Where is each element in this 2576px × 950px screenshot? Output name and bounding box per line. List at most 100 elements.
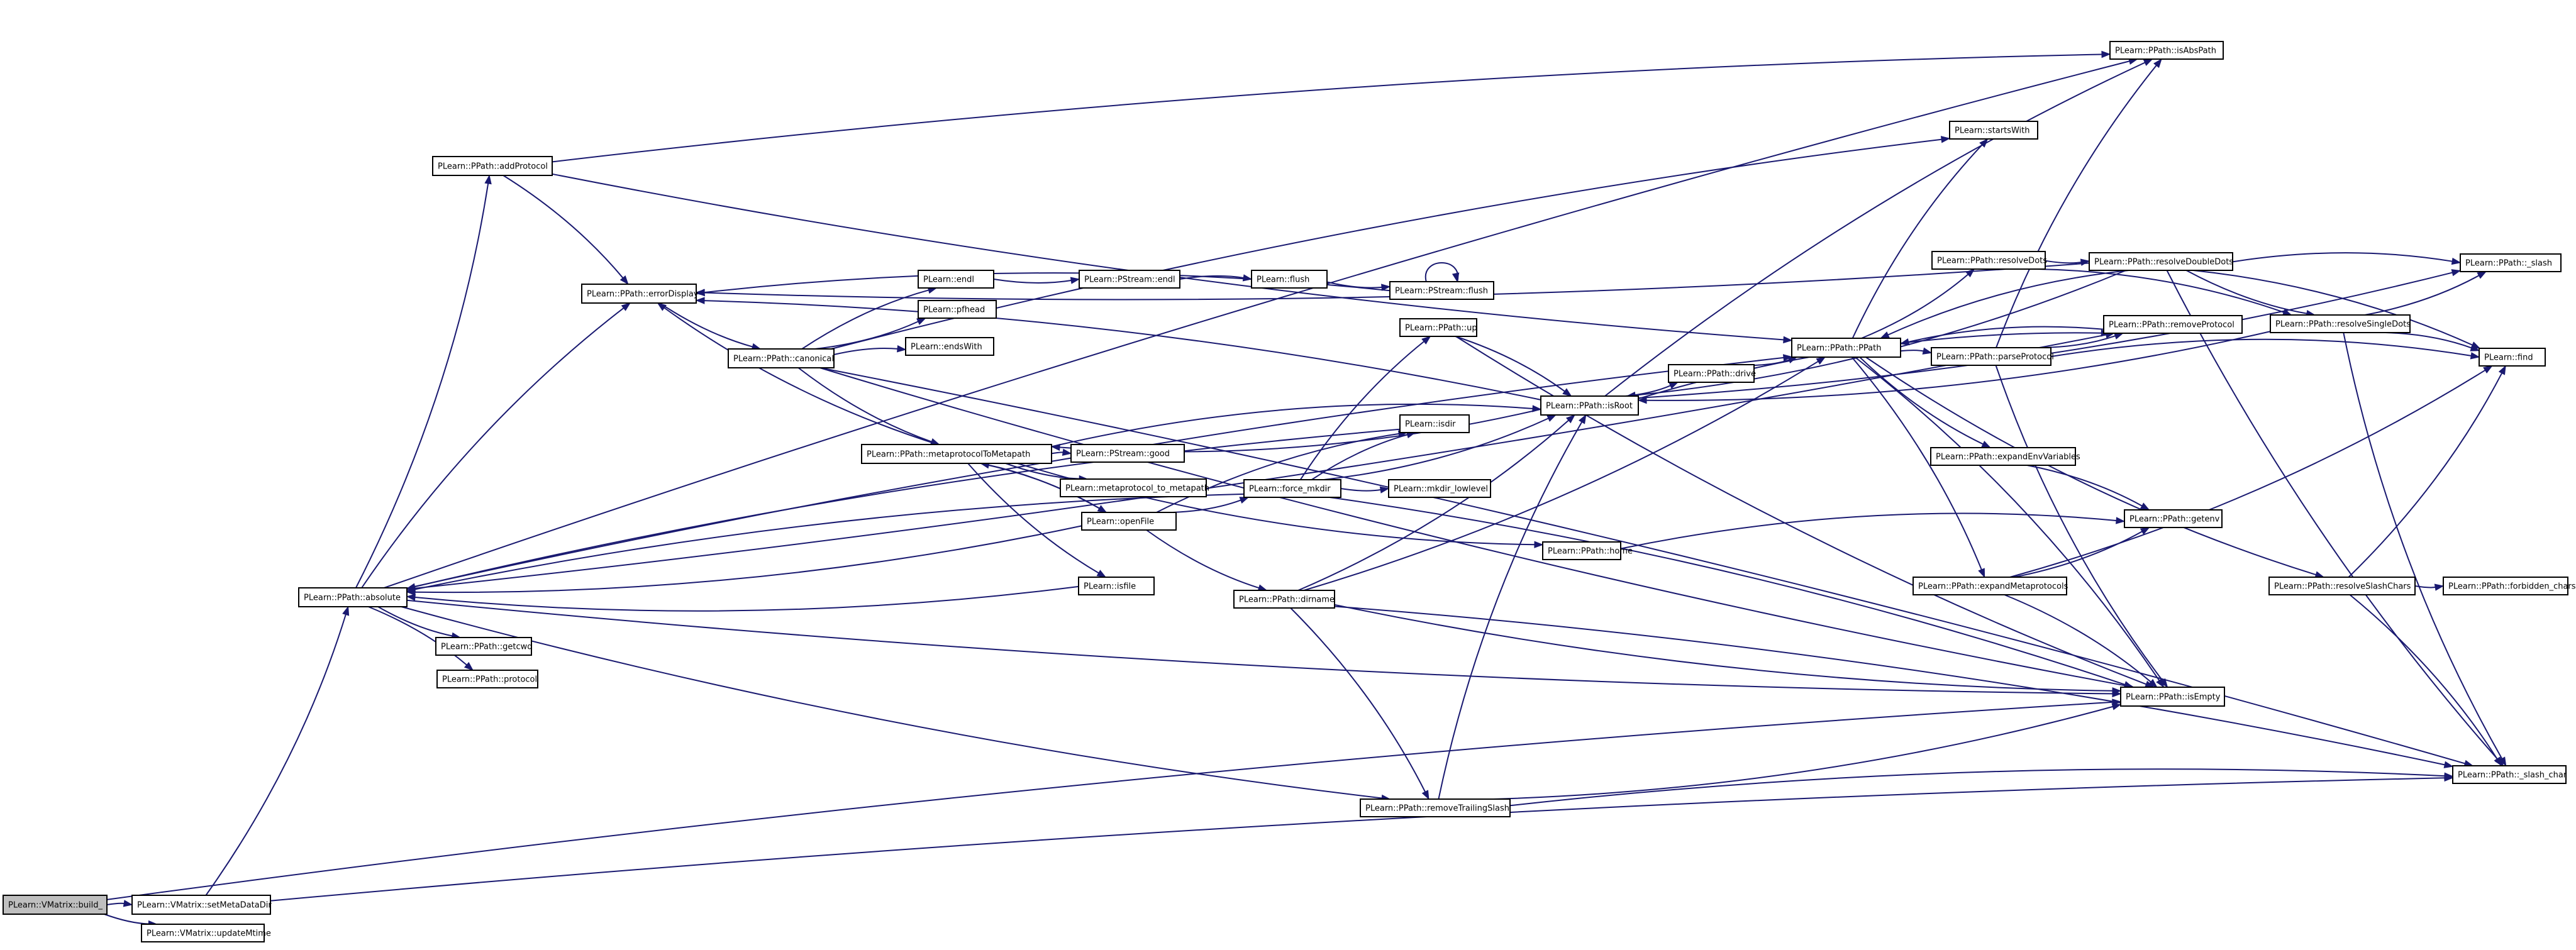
edge-dirname-to-remove-trailing-slash — [1290, 607, 1430, 800]
node-getenv[interactable]: PLearn::PPath::getenv — [2124, 509, 2223, 528]
node-ends-with[interactable]: PLearn::endsWith — [905, 337, 994, 356]
edge-metaprotocol-to-metapath-to-pstream-good — [1051, 448, 1072, 456]
node-box — [2124, 509, 2223, 528]
node-label: PLearn::mkdir_lowlevel — [1394, 485, 1488, 494]
node-box — [298, 587, 408, 607]
node-open-file[interactable]: PLearn::openFile — [1081, 512, 1177, 531]
node-resolve-dots[interactable]: PLearn::PPath::resolveDots — [1931, 251, 2047, 270]
node-drive[interactable]: PLearn::PPath::drive — [1668, 364, 1756, 383]
node-is-empty[interactable]: PLearn::PPath::isEmpty — [2120, 687, 2225, 707]
node-box — [436, 670, 538, 688]
node-mkdir-lowlevel[interactable]: PLearn::mkdir_lowlevel — [1388, 479, 1491, 498]
node-error-display[interactable]: PLearn::PPath::errorDisplay — [581, 284, 699, 304]
node-label: PLearn::PPath::protocol — [442, 675, 537, 685]
node-box — [1913, 577, 2067, 595]
edge-resolve-double-dots-to-slash — [2232, 252, 2462, 265]
node-label: PLearn::PPath::up — [1405, 324, 1477, 333]
node-pstream-flush[interactable]: PLearn::PStream::flush — [1389, 281, 1494, 300]
node-update-mtime[interactable]: PLearn::VMatrix::updateMtime — [141, 924, 271, 942]
node-up[interactable]: PLearn::PPath::up — [1399, 318, 1477, 337]
node-label: PLearn::isfile — [1084, 582, 1136, 592]
node-expand-env-variables[interactable]: PLearn::PPath::expandEnvVariables — [1930, 447, 2080, 466]
node-label: PLearn::PPath::expandEnvVariables — [1936, 453, 2080, 462]
edge-resolve-slash-chars-to-find — [2348, 365, 2506, 578]
node-parse-protocol[interactable]: PLearn::PPath::parseProtocol — [1931, 347, 2054, 366]
edge-error-display-to-canonical — [659, 302, 762, 350]
node-set-meta-data-dir[interactable]: PLearn::VMatrix::setMetaDataDir — [131, 895, 272, 915]
node-box — [1931, 347, 2051, 366]
edge-resolve-single-dots-to-is-root — [1637, 331, 2271, 404]
edge-endl-to-pstream-endl — [993, 277, 1080, 284]
node-home[interactable]: PLearn::PPath::home — [1542, 541, 1633, 560]
node-ppath[interactable]: PLearn::PPath::PPath — [1791, 338, 1901, 358]
node-box — [1930, 447, 2076, 466]
edge-ppath-to-starts-with — [1852, 138, 1989, 339]
node-label: PLearn::openFile — [1087, 517, 1154, 527]
node-find[interactable]: PLearn::find — [2479, 348, 2546, 367]
node-resolve-slash-chars[interactable]: PLearn::PPath::resolveSlashChars — [2268, 577, 2416, 595]
edge-resolve-dots-to-resolve-single-dots — [2037, 268, 2292, 316]
node-label: PLearn::PPath::forbidden_chars — [2448, 582, 2576, 592]
node-remove-trailing-slash[interactable]: PLearn::PPath::removeTrailingSlash — [1360, 798, 1511, 817]
node-box — [2460, 253, 2562, 272]
node-pfhead[interactable]: PLearn::pfhead — [918, 300, 997, 319]
node-box — [1070, 444, 1185, 463]
node-label: PLearn::VMatrix::setMetaDataDir — [137, 901, 272, 910]
node-is-abs-path[interactable]: PLearn::PPath::isAbsPath — [2109, 41, 2224, 60]
node-label: PLearn::PPath::removeProtocol — [2109, 321, 2235, 330]
node-expand-metaprotocols[interactable]: PLearn::PPath::expandMetaprotocols — [1913, 577, 2068, 595]
node-slash-char[interactable]: PLearn::PPath::_slash_char — [2452, 765, 2567, 784]
edge-canonical-to-ends-with — [833, 345, 907, 355]
edge-remove-trailing-slash-to-is-empty — [1493, 703, 2122, 800]
edge-expand-metaprotocols-to-is-empty — [2004, 594, 2158, 688]
node-isfile[interactable]: PLearn::isfile — [1078, 577, 1155, 595]
node-protocol[interactable]: PLearn::PPath::protocol — [436, 670, 538, 688]
edge-resolve-single-dots-to-slash-char — [2343, 332, 2507, 767]
node-build[interactable]: PLearn::VMatrix::build_ — [3, 895, 108, 915]
node-is-root[interactable]: PLearn::PPath::isRoot — [1540, 395, 1639, 416]
node-box — [861, 444, 1052, 464]
node-box — [905, 337, 994, 356]
node-label: PLearn::PPath::PPath — [1797, 344, 1882, 353]
edge-absolute-to-remove-trailing-slash — [401, 606, 1391, 802]
node-flush[interactable]: PLearn::flush — [1251, 270, 1328, 289]
node-label: PLearn::PPath::removeTrailingSlash — [1365, 804, 1509, 814]
edge-dirname-to-is-empty — [1334, 604, 2122, 695]
node-forbidden-chars[interactable]: PLearn::PPath::forbidden_chars — [2443, 577, 2576, 595]
edge-open-file-to-isdir — [1156, 430, 1408, 513]
node-remove-protocol[interactable]: PLearn::PPath::removeProtocol — [2103, 315, 2243, 334]
node-add-protocol[interactable]: PLearn::PPath::addProtocol — [432, 156, 553, 176]
node-box — [581, 284, 697, 304]
edge-add-protocol-to-ppath — [552, 173, 1793, 344]
node-absolute[interactable]: PLearn::PPath::absolute — [298, 587, 408, 607]
edge-home-to-getenv — [1620, 512, 2126, 550]
node-slash[interactable]: PLearn::PPath::_slash — [2460, 253, 2562, 272]
node-endl[interactable]: PLearn::endl — [918, 270, 994, 289]
node-pstream-endl[interactable]: PLearn::PStream::endl — [1079, 270, 1180, 289]
edge-resolve-double-dots-to-find — [2193, 270, 2481, 349]
node-label: PLearn::PPath::errorDisplay — [587, 290, 699, 299]
node-box — [1389, 281, 1494, 300]
node-dirname[interactable]: PLearn::PPath::dirname — [1233, 590, 1335, 609]
node-isdir[interactable]: PLearn::isdir — [1399, 414, 1470, 433]
node-canonical[interactable]: PLearn::PPath::canonical — [728, 348, 835, 368]
node-box — [1251, 270, 1328, 289]
node-label: PLearn::PPath::getenv — [2129, 515, 2220, 524]
node-force-mkdir[interactable]: PLearn::force_mkdir — [1243, 479, 1341, 498]
node-pstream-good[interactable]: PLearn::PStream::good — [1070, 444, 1185, 463]
node-metaprotocol-to-metapath[interactable]: PLearn::metaprotocol_to_metapath — [1060, 478, 1209, 497]
node-getcwd[interactable]: PLearn::PPath::getcwd — [435, 637, 532, 656]
node-label: PLearn::PPath::addProtocol — [438, 162, 548, 172]
node-box — [1542, 541, 1621, 560]
node-metaprotocol-to-metapath[interactable]: PLearn::PPath::metaprotocolToMetapath — [861, 444, 1052, 464]
function-nodes: PLearn::VMatrix::build_PLearn::VMatrix::… — [3, 41, 2576, 942]
node-starts-with[interactable]: PLearn::startsWith — [1949, 121, 2038, 140]
node-resolve-single-dots[interactable]: PLearn::PPath::resolveSingleDots — [2270, 314, 2411, 333]
node-label: PLearn::PPath::getcwd — [441, 643, 532, 652]
node-box — [1399, 414, 1470, 433]
node-box — [1078, 577, 1155, 595]
node-box — [1079, 270, 1180, 289]
edge-canonical-to-metaprotocol-to-metapath — [797, 367, 940, 445]
edge-add-protocol-to-is-abs-path — [552, 50, 2111, 163]
node-resolve-double-dots[interactable]: PLearn::PPath::resolveDoubleDots — [2089, 252, 2233, 271]
